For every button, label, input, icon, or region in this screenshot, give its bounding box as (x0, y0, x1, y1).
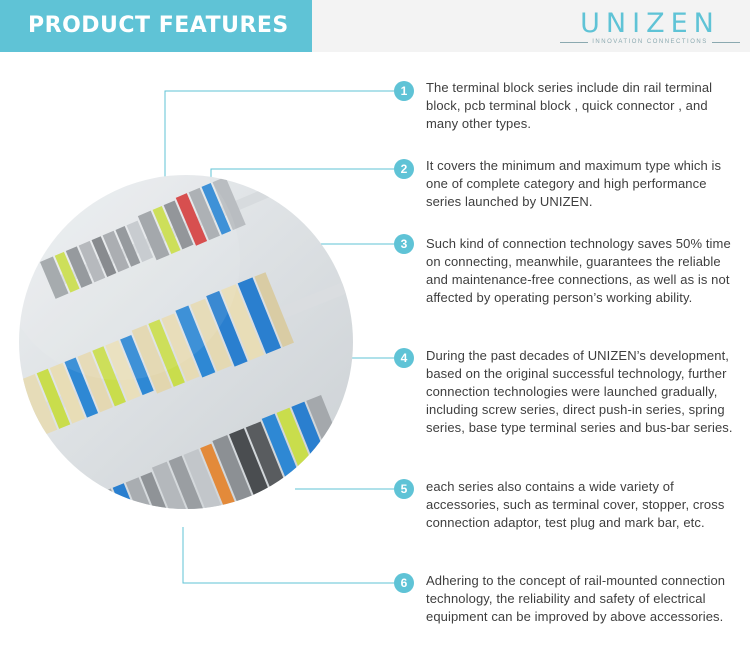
brand-tagline: INNOVATION CONNECTIONS (560, 38, 740, 46)
feature-badge-5: 5 (394, 479, 414, 499)
page-title: PRODUCT FEATURES (0, 0, 312, 52)
feature-badge-2: 2 (394, 159, 414, 179)
feature-text-5: each series also contains a wide variety… (426, 479, 725, 530)
feature-text-1: The terminal block series include din ra… (426, 80, 713, 131)
feature-badge-6: 6 (394, 573, 414, 593)
terminal-blocks-photo (19, 175, 353, 509)
feature-badge-1: 1 (394, 81, 414, 101)
connector-line-1 (164, 90, 394, 196)
feature-text-6: Adhering to the concept of rail-mounted … (426, 573, 726, 624)
brand-logo: UNIZEN (580, 8, 720, 39)
feature-text-2: It covers the minimum and maximum type w… (426, 158, 722, 209)
feature-badge-4: 4 (394, 348, 414, 368)
connector-line-6 (182, 527, 394, 584)
feature-text-4: During the past decades of UNIZEN’s deve… (426, 348, 733, 435)
feature-badge-3: 3 (394, 234, 414, 254)
feature-text-3: Such kind of connection technology saves… (426, 236, 731, 305)
